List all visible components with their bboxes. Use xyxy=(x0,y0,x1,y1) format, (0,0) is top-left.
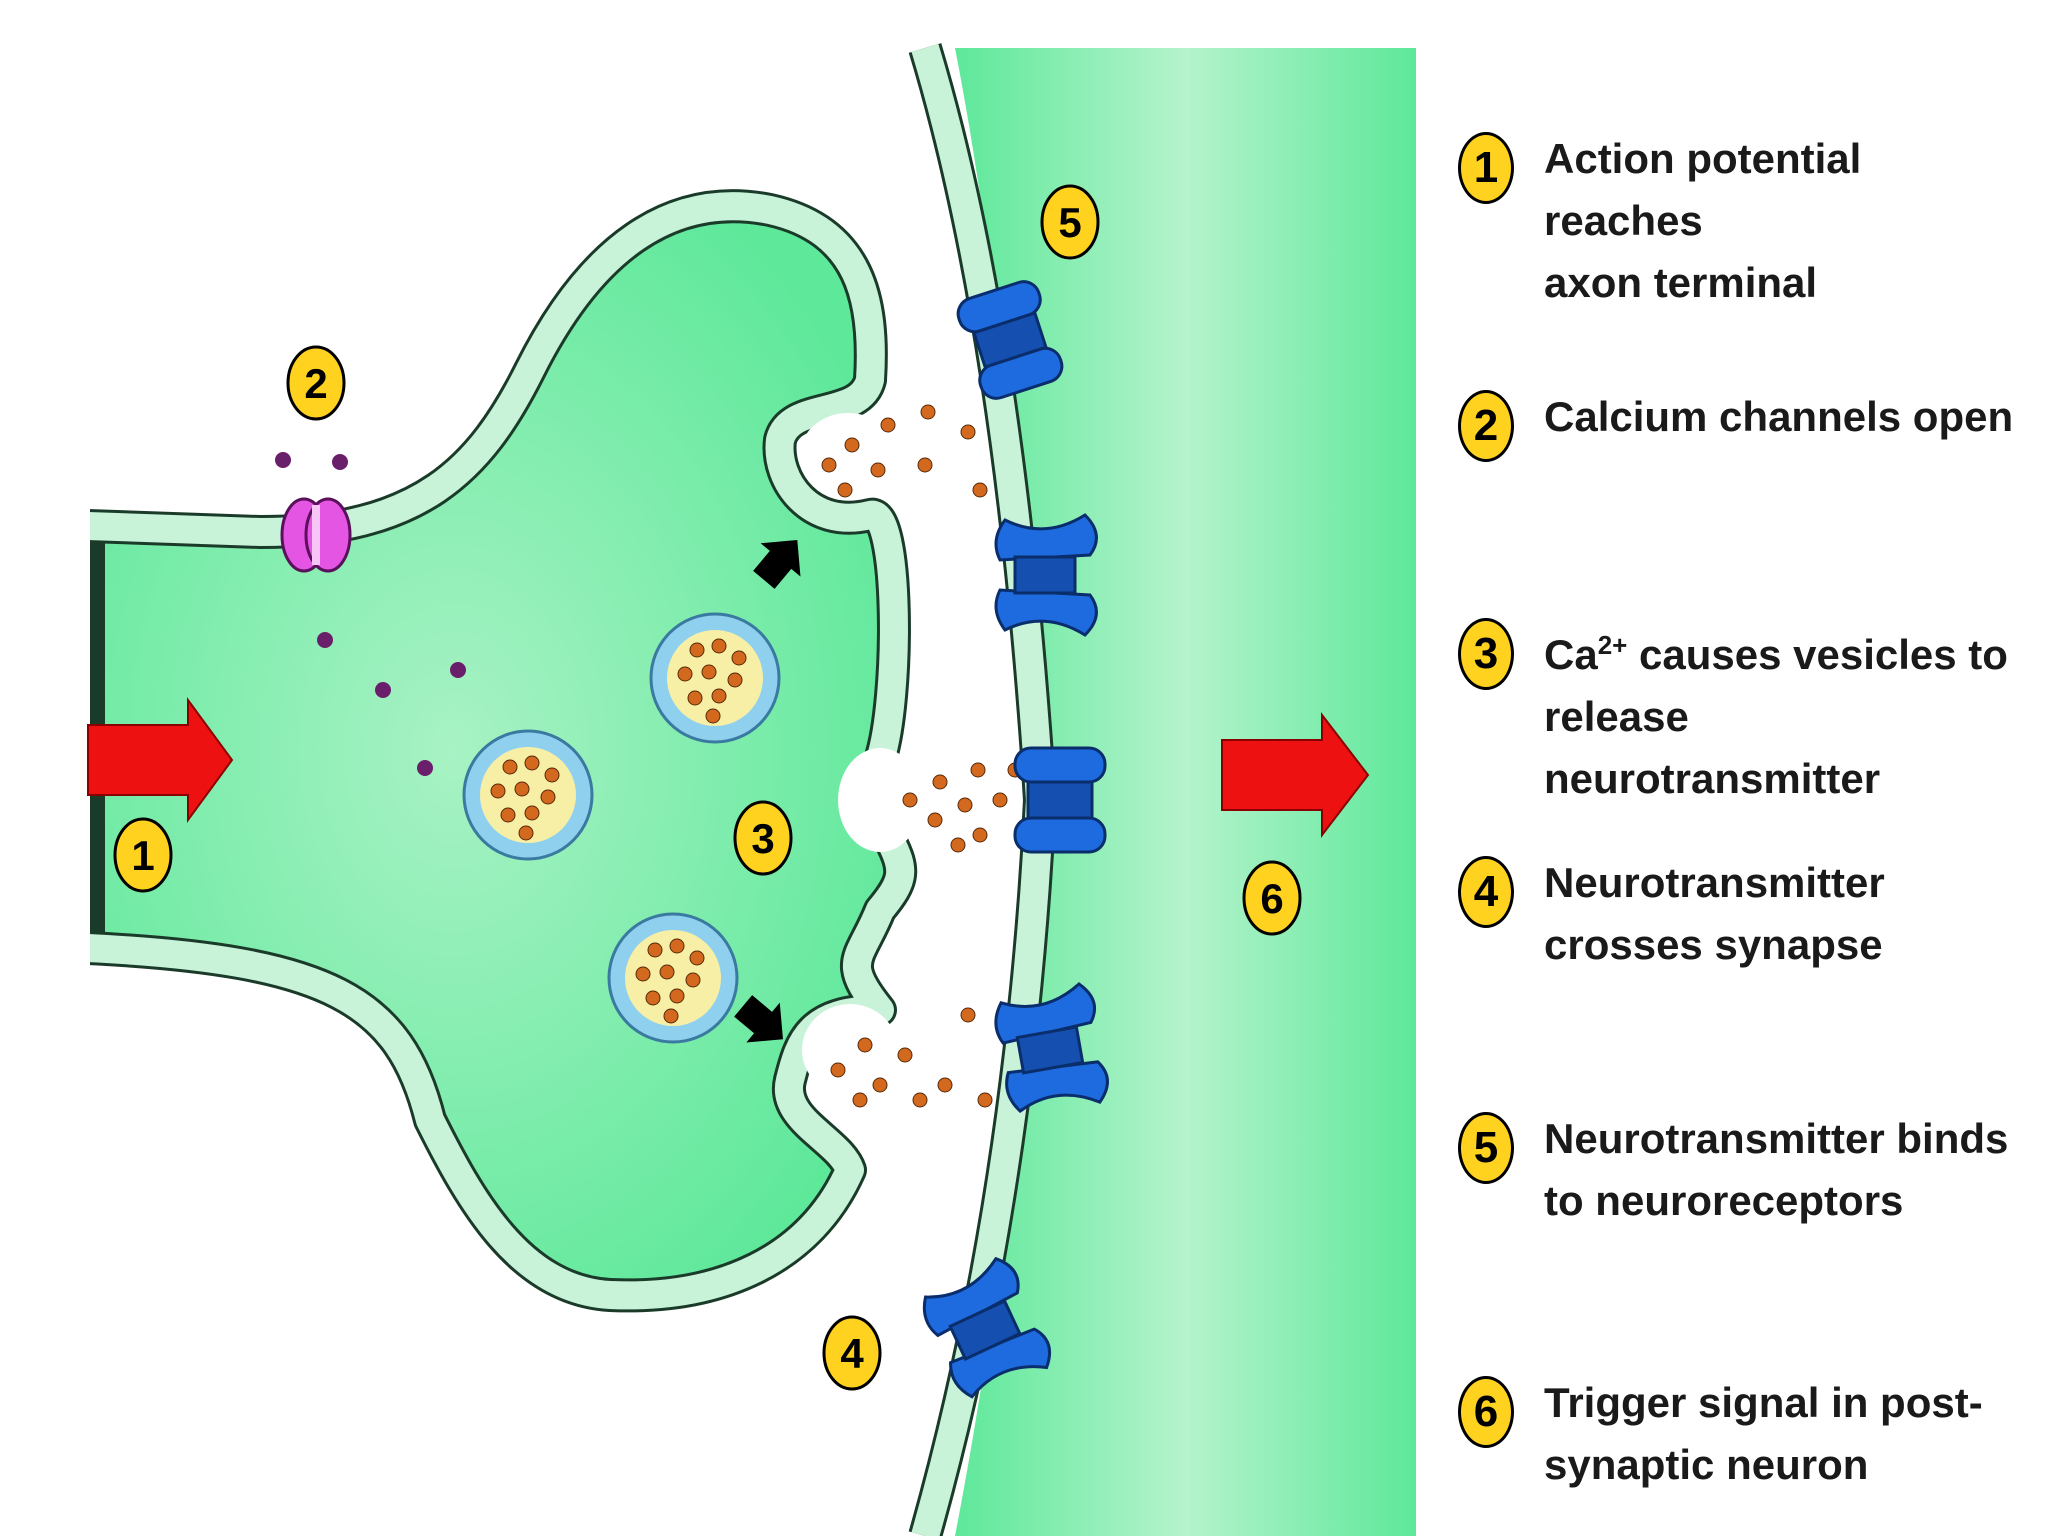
diagram-badge-3: 3 xyxy=(733,800,793,876)
outgoing-signal-arrow-icon xyxy=(1221,712,1370,838)
arrow-down-icon xyxy=(734,995,783,1043)
signal-arrows xyxy=(87,696,1370,838)
legend-text-3-sup: 2+ xyxy=(1597,630,1628,660)
diagram-badge-2-label: 2 xyxy=(304,360,327,407)
legend-text-4: Neurotransmitter crosses synapse xyxy=(1544,859,1885,968)
legend-badge-1: 1 xyxy=(1458,132,1514,204)
receptor-1 xyxy=(956,280,1064,400)
receptor-4 xyxy=(994,982,1109,1114)
diagram-step-badges: 1 2 3 4 5 6 xyxy=(113,184,1302,1391)
vesicle-2 xyxy=(649,612,781,744)
diagram-badge-3-label: 3 xyxy=(751,815,774,862)
incoming-signal-arrow-icon xyxy=(87,696,234,824)
receptor-5 xyxy=(922,1256,1051,1399)
postsynaptic-cytoplasm xyxy=(955,48,1416,1536)
legend-text-5: Neurotransmitter binds to neuroreceptors xyxy=(1544,1115,2009,1224)
neuroreceptors xyxy=(922,280,1109,1399)
diagram-badge-1: 1 xyxy=(113,817,173,893)
neurotransmitter-molecules xyxy=(821,404,1023,1108)
legend-text-1: Action potential reaches axon terminal xyxy=(1544,135,1862,306)
diagram-badge-4-label: 4 xyxy=(840,1330,864,1377)
legend-text-3-pre: Ca xyxy=(1544,631,1598,678)
calcium-channel xyxy=(280,497,352,573)
receptor-3 xyxy=(1013,746,1107,854)
legend-text-3-post: causes vesicles to release neurotransmit… xyxy=(1544,631,2008,802)
axon-cut-edge xyxy=(70,500,90,980)
legend-badge-4: 4 xyxy=(1458,856,1514,928)
calcium-ions xyxy=(275,452,466,776)
legend-badge-5: 5 xyxy=(1458,1112,1514,1184)
diagram-badge-2: 2 xyxy=(286,345,346,421)
diagram-badge-6: 6 xyxy=(1242,860,1302,936)
vesicle-3 xyxy=(607,912,739,1044)
vesicle-movement-arrows xyxy=(734,540,801,1043)
legend-text-3: Ca2+ causes vesicles to release neurotra… xyxy=(1544,614,2018,810)
arrow-up-icon xyxy=(753,540,801,589)
receptor-2 xyxy=(994,513,1098,637)
synaptic-vesicles xyxy=(462,612,781,1044)
diagram-badge-4: 4 xyxy=(822,1315,882,1391)
diagram-badge-6-label: 6 xyxy=(1260,875,1283,922)
diagram-badge-5-label: 5 xyxy=(1058,199,1081,246)
legend-badge-2: 2 xyxy=(1458,390,1514,462)
legend-badge-6: 6 xyxy=(1458,1376,1514,1448)
vesicle-1 xyxy=(462,729,594,861)
legend-text-2: Calcium channels open xyxy=(1544,393,2014,440)
release-sites xyxy=(800,413,922,1096)
diagram-badge-1-label: 1 xyxy=(131,832,154,879)
legend-badge-3: 3 xyxy=(1458,618,1514,690)
legend-text-6: Trigger signal in post- synaptic neuron xyxy=(1544,1379,1983,1488)
diagram-badge-5: 5 xyxy=(1040,184,1100,260)
